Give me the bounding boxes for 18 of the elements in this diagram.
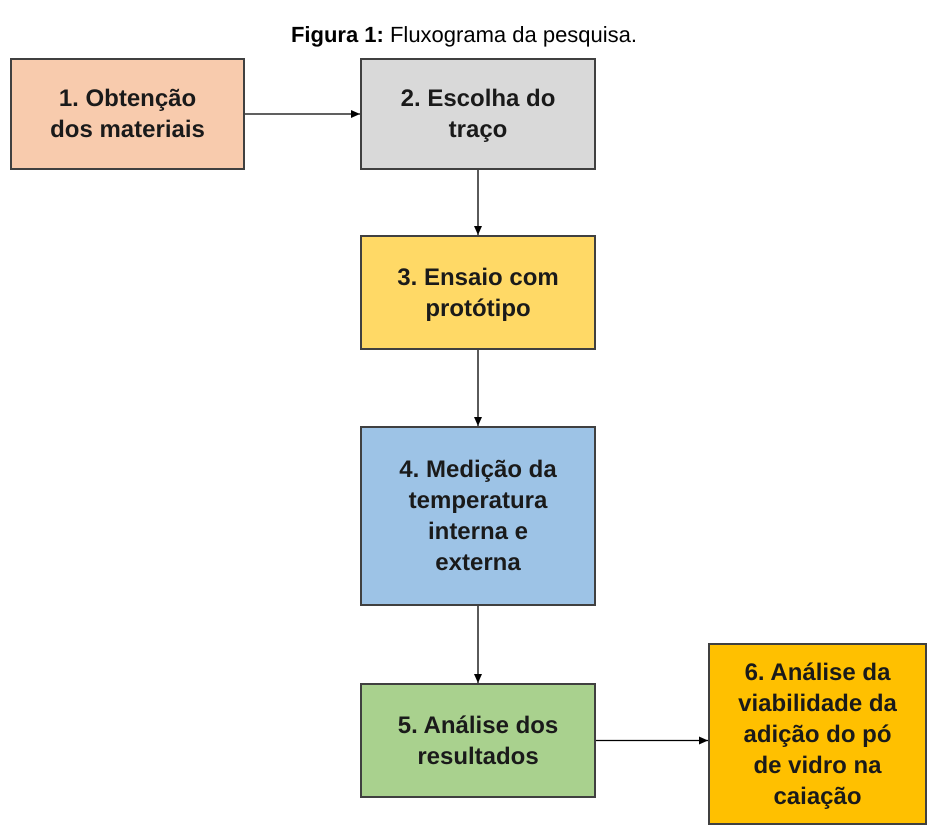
step-text: 2. Escolha do traço xyxy=(400,84,556,145)
process-box xyxy=(360,58,596,170)
process-box xyxy=(360,683,596,798)
process-box xyxy=(10,58,245,170)
process-box xyxy=(708,643,927,825)
step-text: 3. Ensaio com protótipo xyxy=(396,262,560,324)
step-text: 5. Análise dos resultados xyxy=(396,710,560,772)
figure-title: Figura 1: Fluxograma da pesquisa. xyxy=(290,21,638,49)
step-text: 4. Medição da temperatura interna e externa xyxy=(398,455,558,578)
arrow xyxy=(245,110,360,118)
arrow xyxy=(596,736,708,744)
process-box xyxy=(360,426,596,606)
step-text: 1. Obtenção dos materiais xyxy=(49,84,206,145)
arrow xyxy=(474,170,482,235)
process-box xyxy=(360,235,596,350)
arrow xyxy=(474,606,482,683)
arrow xyxy=(474,350,482,426)
step-text: 6. Análise da viabilidade da adição do pó de vidro na caiação xyxy=(737,658,898,812)
